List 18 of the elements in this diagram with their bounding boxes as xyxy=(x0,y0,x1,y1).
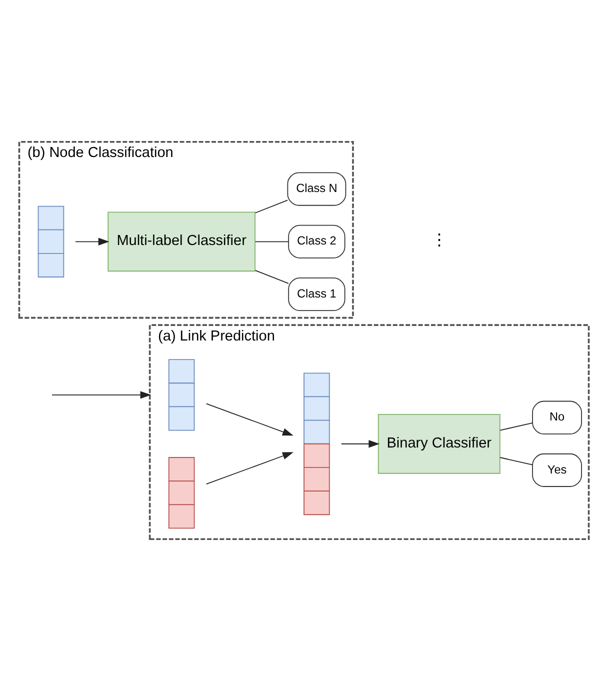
node-box: Binary Classifier xyxy=(378,414,500,474)
node-box: Class N xyxy=(287,172,346,206)
node-box: No xyxy=(532,400,582,434)
node-box: Multi-label Classifier xyxy=(108,212,256,272)
arrow xyxy=(75,238,110,246)
node-box: Class 1 xyxy=(288,277,346,312)
connector xyxy=(254,200,288,214)
node-box: Class 2 xyxy=(288,224,346,258)
connector xyxy=(254,241,289,242)
arrow xyxy=(206,452,294,485)
connector xyxy=(500,457,533,466)
node-box: Yes xyxy=(532,453,582,487)
arrow xyxy=(340,440,380,448)
connector xyxy=(500,422,533,431)
arrow xyxy=(52,391,152,399)
label: ⋮ xyxy=(431,232,448,250)
connector xyxy=(254,270,289,284)
arrow xyxy=(206,403,294,436)
